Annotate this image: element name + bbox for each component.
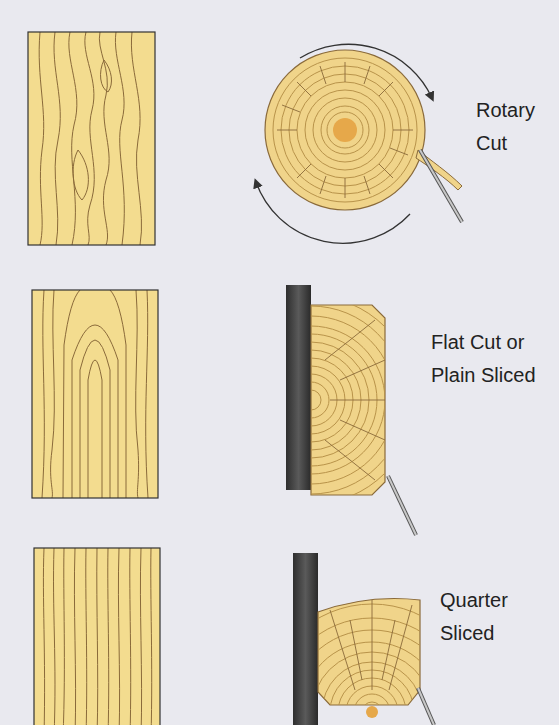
flat-cut-veneer-sample [32, 290, 158, 498]
rotary-log [256, 44, 462, 243]
cut-label: Quarter Sliced [440, 584, 540, 650]
cut-label: Rotary Cut [476, 94, 554, 160]
flat-cut-flitch [207, 285, 416, 535]
rotary-veneer-sample [28, 32, 155, 245]
cut-label: Flat Cut or Plain Sliced [431, 326, 555, 392]
quarter-sliced-veneer-sample [34, 548, 160, 725]
